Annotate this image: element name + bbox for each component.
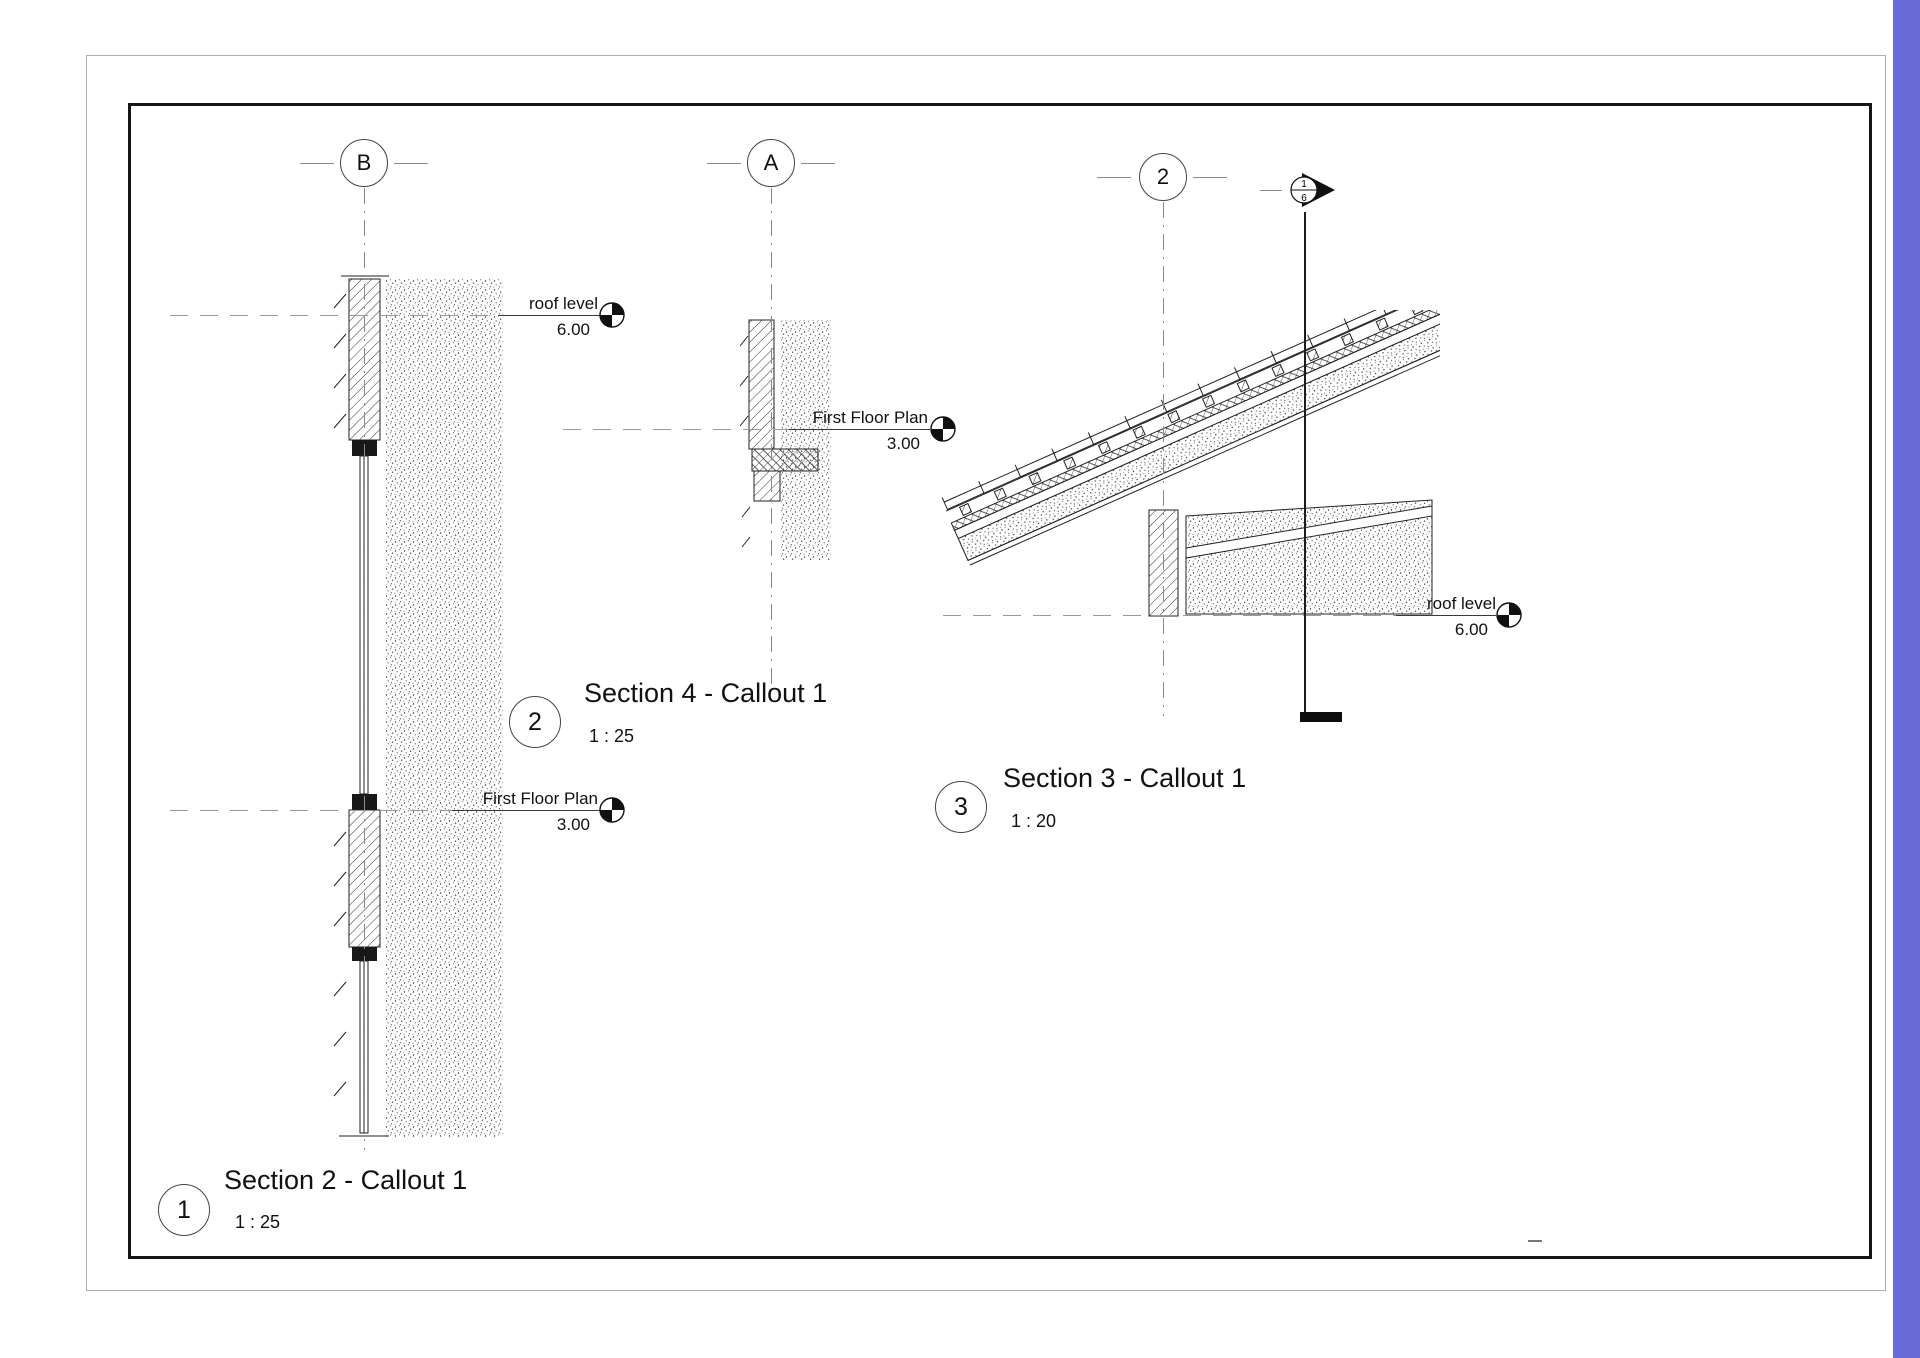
view-title: Section 3 - Callout 1 bbox=[1003, 763, 1247, 793]
grid-bubble-a: A bbox=[747, 139, 795, 187]
view-number: 3 bbox=[954, 792, 968, 821]
grid-line-dash bbox=[1193, 177, 1227, 178]
sheet-inner-border bbox=[128, 103, 1872, 1259]
grid-line-dash bbox=[801, 163, 835, 164]
level-line bbox=[170, 315, 528, 316]
roof-tiles bbox=[941, 310, 1440, 512]
window-edge-stripe bbox=[1893, 0, 1920, 1358]
drawing-section2-wall bbox=[333, 275, 503, 1137]
level-line bbox=[943, 615, 1398, 616]
section-marker-sheet: 6 bbox=[1301, 193, 1307, 204]
section-line-dash bbox=[1260, 190, 1282, 191]
grid-line-2 bbox=[1163, 202, 1164, 716]
grid-line-a bbox=[771, 188, 772, 688]
level-line-end bbox=[452, 810, 600, 811]
wall-hatch bbox=[748, 319, 775, 450]
level-elevation: 3.00 bbox=[556, 815, 590, 834]
grid-line-b bbox=[364, 188, 365, 1150]
ceiling-stipple bbox=[1185, 499, 1433, 615]
level-line bbox=[563, 429, 791, 430]
level-head-icon bbox=[599, 797, 625, 823]
section-marker: 1 6 bbox=[1290, 173, 1335, 207]
sheet-mark bbox=[1528, 1240, 1542, 1242]
view-number-circle: 1 bbox=[158, 1184, 210, 1236]
view-number-circle: 2 bbox=[509, 696, 561, 748]
view-scale: 1 : 20 bbox=[1011, 811, 1057, 831]
level-elevation: 3.00 bbox=[886, 434, 920, 453]
grid-label: B bbox=[356, 150, 372, 175]
floor-slab-crosshatch bbox=[751, 448, 819, 472]
section-marker-number: 1 bbox=[1301, 179, 1307, 190]
grid-line-dash bbox=[394, 163, 428, 164]
level-name: roof level bbox=[529, 294, 598, 313]
battens bbox=[958, 310, 1424, 517]
grid-label: 2 bbox=[1156, 164, 1170, 189]
level-line-end bbox=[498, 315, 600, 316]
roof-membrane-crosshatch bbox=[950, 310, 1440, 531]
level-head-icon bbox=[1496, 602, 1522, 628]
level-head-icon bbox=[599, 302, 625, 328]
section-cut-line bbox=[1304, 212, 1306, 714]
grid-bubble-2: 2 bbox=[1139, 153, 1187, 201]
insulation-stipple bbox=[781, 320, 831, 560]
ceiling-member bbox=[1185, 505, 1433, 559]
level-elevation: 6.00 bbox=[556, 320, 590, 339]
drawing-section3-roof-eaves bbox=[941, 310, 1440, 617]
level-name: roof level bbox=[1427, 594, 1496, 613]
view-number: 1 bbox=[177, 1195, 191, 1224]
level-line bbox=[170, 810, 528, 811]
grid-bubble-b: B bbox=[340, 139, 388, 187]
view-title: Section 2 - Callout 1 bbox=[224, 1165, 468, 1195]
section-line-tail-tick bbox=[1300, 712, 1342, 722]
sheet-outer-border bbox=[86, 55, 1886, 1291]
level-line-end bbox=[1396, 615, 1496, 616]
level-name: First Floor Plan bbox=[812, 408, 928, 427]
view-title: Section 4 - Callout 1 bbox=[584, 678, 828, 708]
view-number: 2 bbox=[528, 707, 542, 736]
wall-stub bbox=[753, 470, 781, 502]
cut-ticks bbox=[740, 335, 751, 548]
roof-assembly bbox=[941, 310, 1440, 566]
view-scale: 1 : 25 bbox=[589, 726, 635, 746]
insulation-stipple bbox=[386, 279, 503, 1137]
grid-line-dash bbox=[300, 163, 334, 164]
level-name: First Floor Plan bbox=[482, 789, 598, 808]
grid-line-dash bbox=[707, 163, 741, 164]
view-number-circle: 3 bbox=[935, 781, 987, 833]
cut-ticks bbox=[333, 293, 347, 1097]
level-elevation: 6.00 bbox=[1454, 620, 1488, 639]
level-line-end bbox=[789, 429, 930, 430]
drawing-section4-floor-junction bbox=[740, 319, 831, 560]
level-head-icon bbox=[930, 416, 956, 442]
view-scale: 1 : 25 bbox=[235, 1212, 281, 1232]
grid-line-dash bbox=[1097, 177, 1131, 178]
grid-label: A bbox=[763, 150, 779, 175]
